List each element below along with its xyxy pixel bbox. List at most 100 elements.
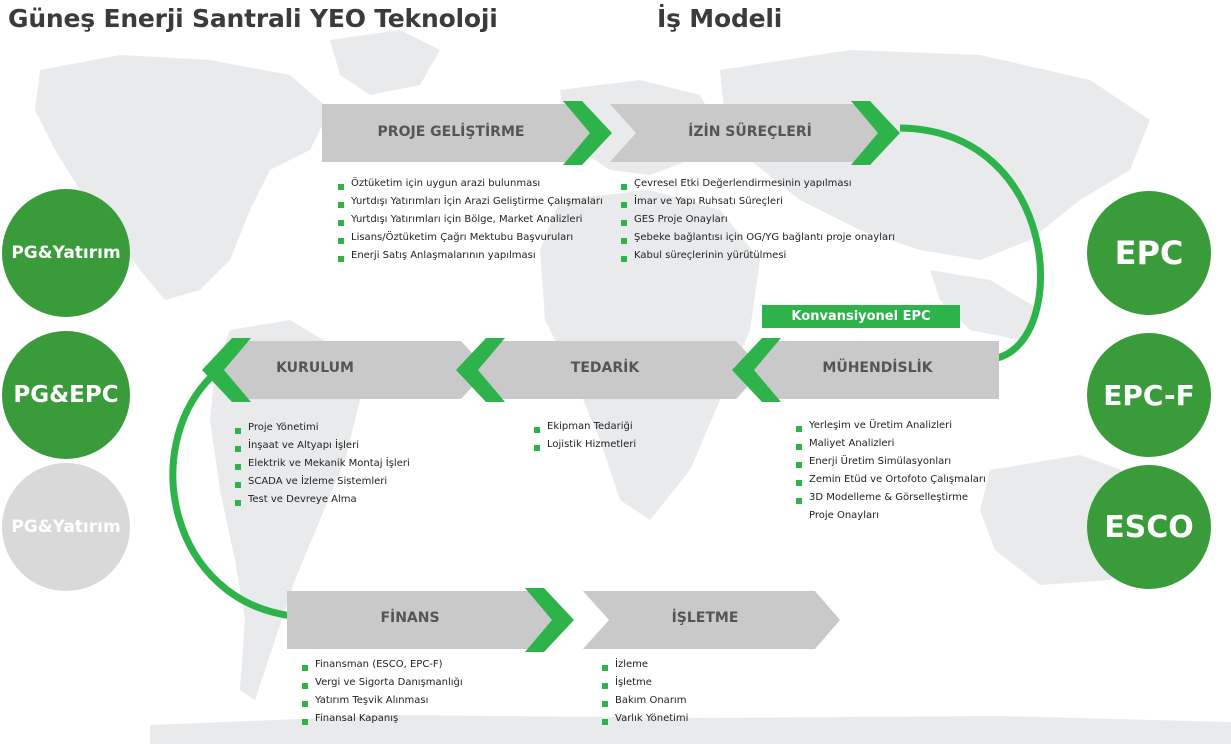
bullet-square-icon [621,238,627,244]
list-item: Lojistik Hizmetleri [534,436,636,454]
circle-left-3 [2,463,130,591]
bullet-square-icon [534,445,540,451]
list-item: Test ve Devreye Alma [235,491,410,509]
list-item: Lisans/Öztüketim Çağrı Mektubu Başvurula… [338,229,603,247]
bullet-square-icon [235,464,241,470]
list-item: Şebeke bağlantısı için OG/YG bağlantı pr… [621,229,895,247]
chevron-right-icon [851,101,900,165]
step-shape-tedarik [457,341,763,399]
bullet-square-icon [235,428,241,434]
list-kurulum: Proje Yönetimi İnşaat ve Altyapı İşleri … [235,419,410,509]
list-izin: Çevresel Etki Değerlendirmesinin yapılma… [621,175,895,265]
bullet-square-icon [621,220,627,226]
list-item: Ekipman Tedariği [534,418,636,436]
circle-label-epc-f: EPC-F [1103,378,1195,412]
list-item: Kabul süreçlerinin yürütülmesi [621,247,895,265]
step-shape-isletme [583,591,840,649]
circle-right-3 [1087,465,1211,589]
curve-left [169,375,293,620]
list-item: Yurtdışı Yatırımları İçin Arazi Geliştir… [338,193,603,211]
step-label-tedarik: TEDARİK [570,360,640,376]
circle-right-2 [1087,333,1211,457]
step-shape-kurulum [207,341,488,399]
bullet-square-icon [796,426,802,432]
page-subtitle: İş Modeli [657,4,783,33]
list-item: Zemin Etüd ve Ortofoto Çalışmaları [796,471,986,489]
bullet-square-icon [302,665,308,671]
list-item: Öztüketim için uygun arazi bulunması [338,175,603,193]
circle-label-esco: ESCO [1104,509,1194,545]
chevron-left-icon [202,338,251,402]
list-item: Elektrik ve Mekanik Montaj İşleri [235,455,410,473]
bullet-square-icon [534,427,540,433]
list-item: GES Proje Onayları [621,211,895,229]
list-item: Enerji Üretim Simülasyonları [796,453,986,471]
circle-label-epc: EPC [1114,234,1184,272]
circle-left-2 [2,331,130,459]
list-item: İzleme [602,656,688,674]
list-item: Finansal Kapanış [302,710,463,728]
list-muhendislik: Yerleşim ve Üretim Analizleri Maliyet An… [796,417,986,525]
chevron-right-icon [525,588,574,652]
bullet-square-icon [302,683,308,689]
bullet-square-icon [235,500,241,506]
bullet-square-icon [621,184,627,190]
step-label-izin: İZİN SÜREÇLERİ [688,124,812,140]
bullet-square-icon [602,683,608,689]
list-item: Enerji Satış Anlaşmalarının yapılması [338,247,603,265]
step-label-finans: FİNANS [380,610,440,626]
bullet-square-icon [338,238,344,244]
bullet-square-icon [796,444,802,450]
list-finans: Finansman (ESCO, EPC-F) Vergi ve Sigorta… [302,656,463,728]
step-shape-muhendislik [733,341,999,399]
bullet-square-icon [796,462,802,468]
circle-label-pg-epc: PG&EPC [13,382,119,408]
list-item: Finansman (ESCO, EPC-F) [302,656,463,674]
bullet-square-icon [338,202,344,208]
list-item: Proje Onayları [809,510,880,521]
list-isletme: İzleme İşletme Bakım Onarım Varlık Yönet… [602,656,688,728]
list-item: Yurtdışı Yatırımları için Bölge, Market … [338,211,603,229]
chevron-left-icon [732,338,781,402]
list-item: 3D Modelleme & Görselleştirme [796,489,986,507]
step-label-muhendislik: MÜHENDİSLİK [822,360,933,376]
bullet-square-icon [602,665,608,671]
list-proje: Öztüketim için uygun arazi bulunması Yur… [338,175,603,265]
circle-label-pg-yatirim-faded: PG&Yatırım [11,517,121,537]
step-shape-izin [610,104,895,162]
list-item: İmar ve Yapı Ruhsatı Süreçleri [621,193,895,211]
bullet-square-icon [338,256,344,262]
bullet-square-icon [338,184,344,190]
bullet-square-icon [302,701,308,707]
bullet-square-icon [796,480,802,486]
page-title: Güneş Enerji Santrali YEO Teknoloji [8,4,498,33]
list-item: İnşaat ve Altyapı İşleri [235,437,410,455]
circle-right-1 [1087,191,1211,315]
step-shape-finans [287,591,570,649]
list-item: Yerleşim ve Üretim Analizleri [796,417,986,435]
curve-right [899,124,1044,362]
step-shape-proje [322,104,605,162]
bullet-square-icon [338,220,344,226]
list-item: Vergi ve Sigorta Danışmanlığı [302,674,463,692]
list-item: Varlık Yönetimi [602,710,688,728]
circle-left-1 [2,189,130,317]
step-label-isletme: İŞLETME [671,610,739,626]
bullet-square-icon [302,719,308,725]
list-item: Çevresel Etki Değerlendirmesinin yapılma… [621,175,895,193]
list-item: Maliyet Analizleri [796,435,986,453]
circle-label-pg-yatirim: PG&Yatırım [11,243,121,263]
bullet-square-icon [235,482,241,488]
list-tedarik: Ekipman Tedariği Lojistik Hizmetleri [534,418,636,454]
step-label-proje: PROJE GELİŞTİRME [377,124,525,140]
list-item: İşletme [602,674,688,692]
list-item: Bakım Onarım [602,692,688,710]
list-item: Yatırım Teşvik Alınması [302,692,463,710]
bullet-square-icon [235,446,241,452]
chevron-left-icon [456,338,505,402]
bullet-square-icon [621,202,627,208]
chevron-right-icon [563,101,612,165]
step-label-kurulum: KURULUM [276,360,354,376]
bullet-square-icon [621,256,627,262]
